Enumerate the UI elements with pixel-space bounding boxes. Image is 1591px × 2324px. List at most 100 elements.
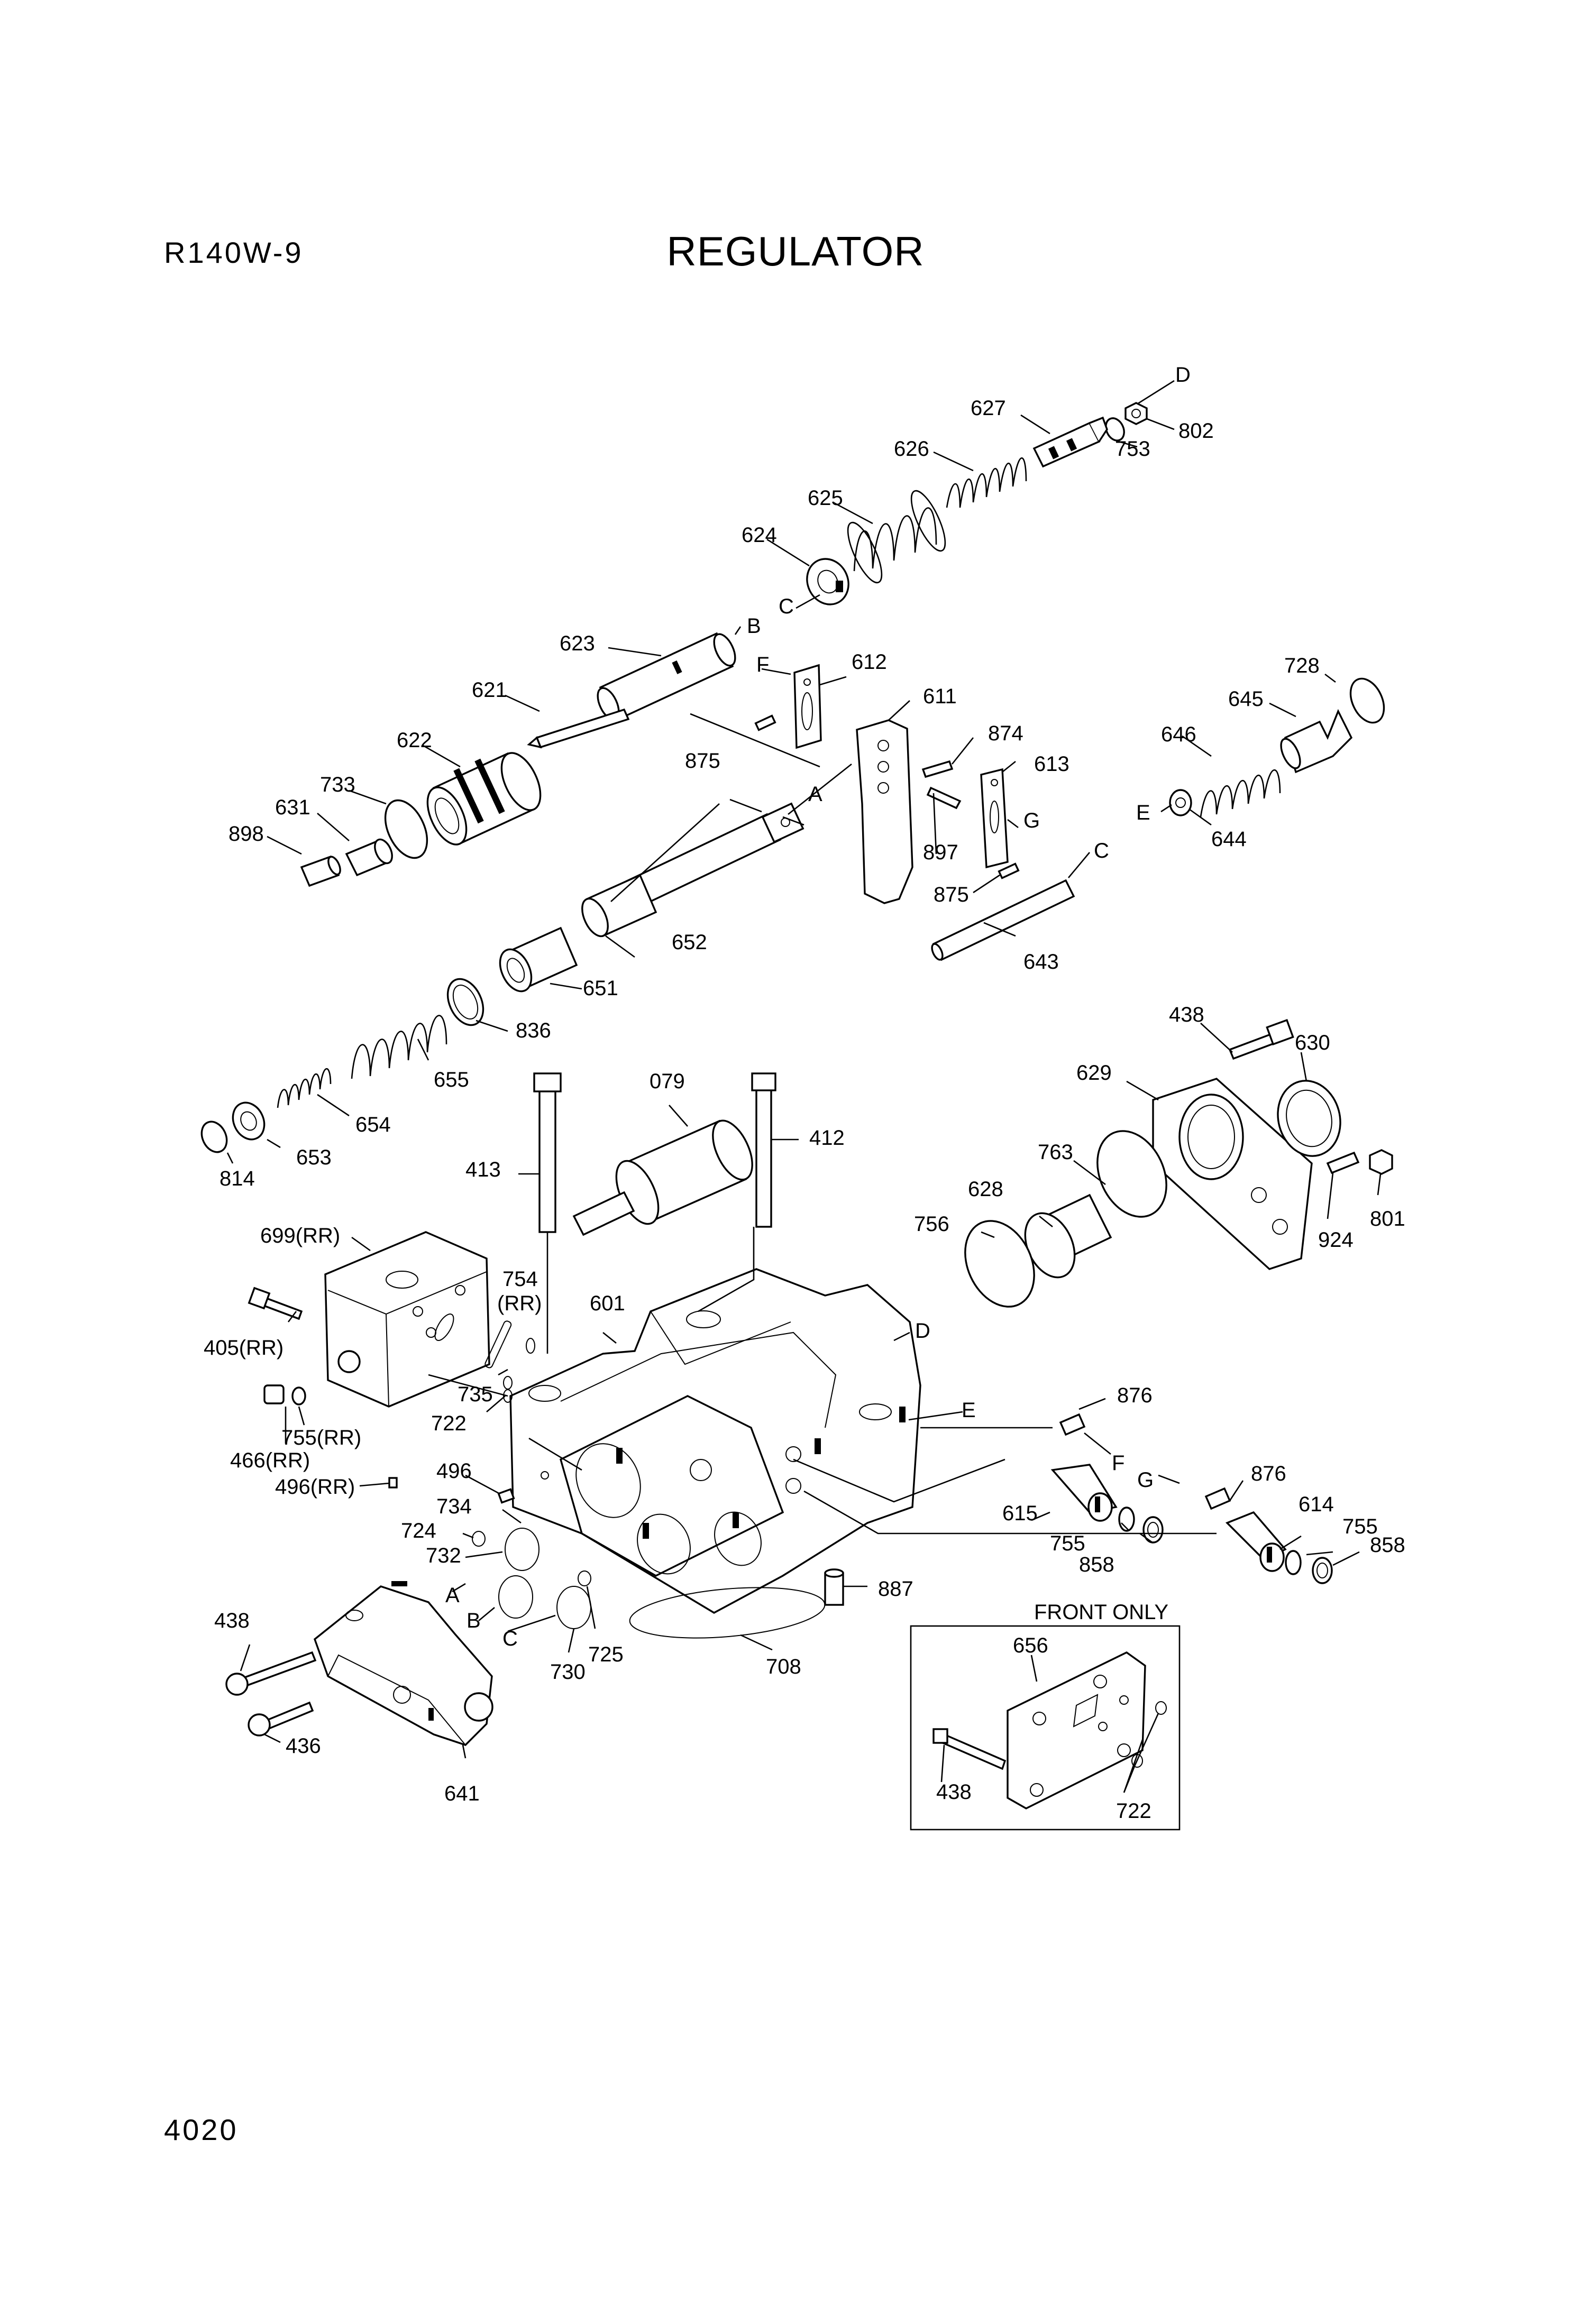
- label-802: 802: [1178, 419, 1214, 443]
- label-897: 897: [923, 841, 958, 864]
- label-466RR: 466(RR): [230, 1449, 310, 1472]
- page-title: REGULATOR: [666, 228, 925, 274]
- label-708: 708: [766, 1655, 801, 1678]
- label-613: 613: [1034, 752, 1069, 776]
- right-spring-assembly: [1169, 677, 1385, 817]
- label-601: 601: [590, 1292, 625, 1315]
- label-621: 621: [472, 678, 507, 702]
- label-875-b: 875: [934, 883, 969, 906]
- label-730: 730: [550, 1660, 586, 1684]
- label-924: 924: [1318, 1228, 1354, 1252]
- label-651: 651: [583, 977, 618, 1000]
- label-A-shaft: A: [808, 783, 822, 806]
- label-722-a: 722: [431, 1412, 467, 1435]
- label-438-left: 438: [214, 1609, 250, 1632]
- sleeve-assembly: [300, 752, 542, 887]
- label-G-613: G: [1023, 809, 1040, 832]
- label-646: 646: [1161, 723, 1196, 746]
- label-732: 732: [426, 1544, 461, 1567]
- label-754RR: (RR): [497, 1292, 542, 1315]
- label-763: 763: [1038, 1141, 1073, 1164]
- lower-springs: [200, 1015, 447, 1153]
- label-612: 612: [852, 650, 887, 674]
- label-876-b: 876: [1251, 1462, 1286, 1485]
- label-755RR: 755(RR): [281, 1426, 361, 1449]
- label-858-b: 858: [1370, 1533, 1405, 1557]
- label-D-top: D: [1175, 363, 1191, 387]
- label-E-601: E: [962, 1399, 976, 1422]
- label-626: 626: [894, 437, 929, 461]
- inset-title: FRONT ONLY: [1034, 1601, 1168, 1624]
- label-628: 628: [968, 1178, 1003, 1201]
- label-614: 614: [1299, 1493, 1334, 1516]
- label-755-a: 755: [1050, 1532, 1085, 1555]
- label-496RR: 496(RR): [275, 1475, 355, 1499]
- label-B-732: B: [467, 1609, 481, 1632]
- label-652: 652: [672, 931, 707, 954]
- label-875-a: 875: [685, 749, 720, 773]
- label-E-644: E: [1136, 801, 1150, 824]
- label-622: 622: [397, 729, 432, 752]
- label-656: 656: [1013, 1634, 1048, 1657]
- label-D-601: D: [915, 1319, 930, 1343]
- label-624: 624: [742, 523, 777, 547]
- page-number: 4020: [164, 2113, 239, 2146]
- leader-lines: [226, 380, 1382, 1793]
- spool-assembly: [446, 802, 804, 1026]
- label-644: 644: [1211, 828, 1247, 851]
- label-874: 874: [988, 722, 1023, 745]
- label-623: 623: [560, 632, 595, 655]
- cover-641: [225, 1581, 493, 1746]
- lever-assembly: [793, 664, 1009, 904]
- label-836: 836: [516, 1019, 551, 1042]
- cover-629-assembly: [964, 1019, 1393, 1308]
- label-724: 724: [401, 1519, 436, 1542]
- label-734: 734: [436, 1495, 472, 1518]
- label-754: 754: [502, 1267, 538, 1291]
- label-A-732: A: [445, 1584, 460, 1607]
- solenoid-and-bolts: [533, 1072, 776, 1236]
- label-898: 898: [228, 822, 264, 846]
- label-654: 654: [355, 1113, 391, 1136]
- label-438-inset: 438: [936, 1780, 972, 1804]
- label-876-a: 876: [1117, 1384, 1153, 1407]
- label-643: 643: [1023, 950, 1059, 973]
- label-627: 627: [971, 397, 1006, 420]
- label-641: 641: [444, 1782, 480, 1805]
- label-C-730: C: [502, 1627, 518, 1650]
- part-labels: D 627 802 753 626 625 624 C B 623 F 612 …: [204, 363, 1405, 1823]
- pilot-piston-assembly: [527, 402, 1148, 749]
- label-722-b: 722: [1116, 1799, 1151, 1823]
- label-B-623: B: [747, 614, 761, 638]
- main-body-601: [472, 1268, 921, 1639]
- label-625: 625: [808, 486, 843, 510]
- label-629: 629: [1076, 1061, 1112, 1085]
- shaft-643: [931, 862, 1075, 961]
- label-615: 615: [1002, 1502, 1038, 1525]
- label-725: 725: [588, 1643, 624, 1666]
- label-655: 655: [434, 1068, 469, 1091]
- label-735: 735: [458, 1383, 493, 1406]
- label-755-b: 755: [1342, 1515, 1378, 1538]
- label-C-624: C: [779, 595, 794, 618]
- label-728: 728: [1284, 654, 1320, 677]
- label-645: 645: [1228, 687, 1264, 711]
- label-438-top: 438: [1169, 1003, 1204, 1026]
- label-C-643: C: [1094, 839, 1109, 862]
- right-plugs: [1050, 1413, 1333, 1584]
- label-887: 887: [878, 1577, 913, 1601]
- label-496: 496: [436, 1459, 472, 1483]
- front-only-inset: [910, 1625, 1181, 1831]
- label-405RR: 405(RR): [204, 1336, 284, 1360]
- label-753: 753: [1115, 437, 1150, 461]
- label-631: 631: [275, 796, 310, 819]
- label-F-876: F: [1112, 1452, 1124, 1475]
- label-733: 733: [320, 773, 355, 796]
- label-801: 801: [1370, 1207, 1405, 1230]
- block-699: [248, 1231, 490, 1489]
- label-630: 630: [1295, 1031, 1330, 1054]
- label-858-a: 858: [1079, 1553, 1114, 1576]
- label-G-876: G: [1137, 1468, 1154, 1492]
- label-653: 653: [296, 1146, 332, 1169]
